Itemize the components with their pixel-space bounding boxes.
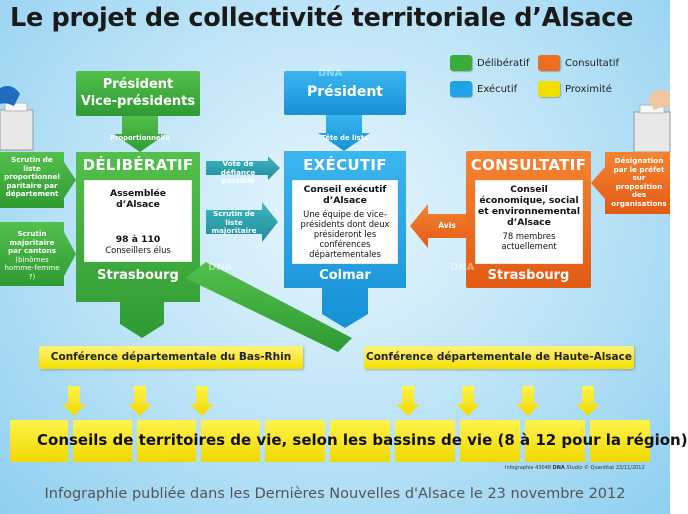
conference-haute-alsace: Conférence départementale de Haute-Alsac… bbox=[364, 346, 634, 369]
vice-presidents-label: Vice-présidents bbox=[80, 94, 196, 109]
legend-label: Exécutif bbox=[477, 83, 518, 95]
ballot-box-left-icon bbox=[0, 86, 34, 151]
legend-item-proximite: Proximité bbox=[538, 81, 612, 97]
scrutin-liste-majoritaire-label: Scrutin de liste majoritaire bbox=[211, 209, 257, 236]
legend-swatch-blue bbox=[450, 81, 472, 97]
legend-label: Proximité bbox=[565, 83, 612, 95]
consultatif-city: Strasbourg bbox=[487, 268, 570, 283]
credit-dna: DNA bbox=[552, 465, 565, 471]
vote-defiance-label: Vote de défiance possible bbox=[220, 159, 256, 186]
watermark: DNA bbox=[318, 68, 343, 79]
assemblee-box: Assemblée d’Alsace 98 à 110 Conseillers … bbox=[84, 180, 192, 262]
tete-de-liste-label: Tête de liste bbox=[321, 134, 369, 142]
assemblee-sub: Conseillers élus bbox=[105, 245, 171, 255]
credits: Infographie 43048 DNA Studio © Quantitat… bbox=[505, 465, 645, 471]
conseil-executif-desc: Une équipe de vice-présidents dont deux … bbox=[300, 209, 390, 259]
scrutin-majoritaire-main: Scrutin majoritaire par cantons bbox=[7, 229, 57, 256]
conseils-territoires-label: Conseils de territoires de vie, selon le… bbox=[37, 431, 688, 449]
watermark: DNA bbox=[208, 262, 233, 273]
legend-swatch-orange bbox=[538, 55, 560, 71]
assemblee-count: 98 à 110 bbox=[115, 234, 161, 245]
avis-label: Avis bbox=[438, 221, 456, 230]
binomes-note: (binômes homme-femme ?) bbox=[4, 254, 60, 281]
legend-label: Délibératif bbox=[477, 57, 530, 69]
caption: Infographie publiée dans les Dernières N… bbox=[44, 486, 626, 502]
conseil-executif-box: Conseil exécutif d’Alsace Une équipe de … bbox=[292, 180, 398, 264]
page-title: Le projet de collectivité territoriale d… bbox=[10, 3, 634, 33]
deliberatif-city: Strasbourg bbox=[97, 268, 179, 283]
scrutin-proportionnel-label: Scrutin de liste proportionnel paritaire… bbox=[4, 155, 60, 199]
conseil-executif-title: Conseil exécutif d’Alsace bbox=[303, 184, 387, 206]
president-label: Président bbox=[102, 77, 174, 92]
legend-item-consultatif: Consultatif bbox=[538, 55, 619, 71]
designation-note: Désignation par le préfet sur propositio… bbox=[611, 156, 667, 208]
executif-top-box bbox=[284, 71, 406, 115]
legend-swatch-yellow bbox=[538, 81, 560, 97]
executif-heading: EXÉCUTIF bbox=[303, 156, 387, 174]
watermark: DNA bbox=[450, 262, 475, 273]
deliberatif-top-box bbox=[76, 71, 200, 116]
conseils-bar bbox=[10, 420, 650, 462]
cese-count: 78 membres actuellement bbox=[501, 231, 557, 251]
executif-top-text: Président bbox=[307, 84, 383, 100]
proportionnelle-label: Proportionnelle bbox=[110, 134, 170, 142]
ballot-box-right-icon bbox=[633, 90, 671, 153]
assemblee-title: Assemblée d’Alsace bbox=[109, 188, 167, 210]
credit-copyright: © Quantitat 23/11/2012 bbox=[584, 465, 645, 471]
executif-city: Colmar bbox=[319, 268, 371, 283]
cese-box: Conseil économique, social et environnem… bbox=[475, 180, 583, 264]
legend: Délibératif Consultatif Exécutif Proximi… bbox=[450, 55, 660, 105]
legend-item-deliberatif: Délibératif bbox=[450, 55, 529, 71]
legend-swatch-green bbox=[450, 55, 472, 71]
legend-label: Consultatif bbox=[565, 57, 620, 69]
credit-infographie: Infographie 43048 bbox=[505, 465, 552, 471]
deliberatif-heading: DÉLIBÉRATIF bbox=[82, 156, 194, 174]
credit-studio: Studio bbox=[566, 465, 583, 471]
legend-item-executif: Exécutif bbox=[450, 81, 517, 97]
conference-bas-rhin: Conférence départementale du Bas-Rhin bbox=[39, 346, 303, 369]
scrutin-majoritaire-label: Scrutin majoritaire par cantons (binômes… bbox=[2, 229, 62, 282]
consultatif-heading: CONSULTATIF bbox=[470, 156, 587, 174]
cese-title: Conseil économique, social et environnem… bbox=[478, 184, 580, 228]
deliberatif-top-text: Président Vice-présidents bbox=[76, 76, 200, 110]
